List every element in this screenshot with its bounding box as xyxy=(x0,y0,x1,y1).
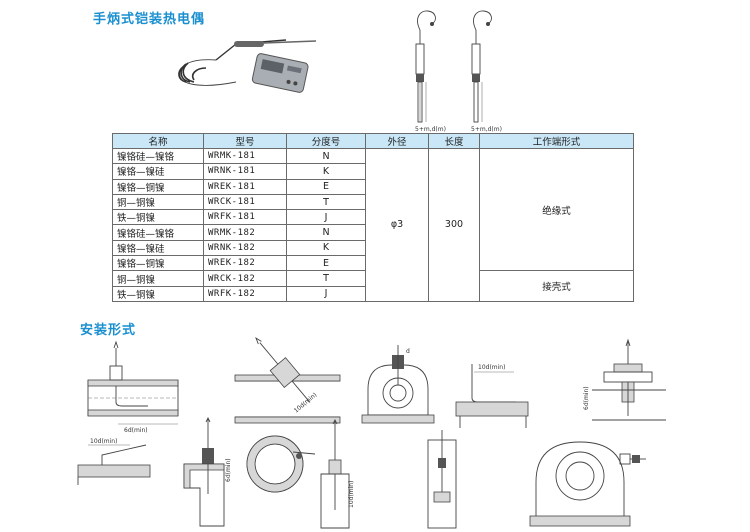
cell-end-insulated: 绝缘式 xyxy=(479,147,634,272)
header-diameter: 外径 xyxy=(365,133,429,149)
cell-grade: T xyxy=(286,193,366,211)
cell-grade: K xyxy=(286,163,366,180)
cell-grade: K xyxy=(286,239,366,257)
table-row: 铁—铜镍 WRFK-182 J xyxy=(112,285,634,302)
product-photo xyxy=(178,39,317,93)
install-drawing-plate-bottom: 10d(min) xyxy=(77,438,151,485)
cell-name: 铁—铜镍 xyxy=(112,285,204,302)
probe-drawing-2: 5+m,d(m) xyxy=(471,10,502,133)
cell-grade: J xyxy=(286,285,366,302)
dim-10d-min-6: 10d(min) xyxy=(90,438,117,445)
cell-name: 镍铬—镍硅 xyxy=(112,239,204,257)
cell-end-grounded: 接壳式 xyxy=(479,270,634,302)
cell-name: 镍铬—镍硅 xyxy=(112,163,204,180)
install-drawing-vertical-dim: 10d(min) xyxy=(320,418,355,529)
header-model: 型号 xyxy=(203,133,287,149)
table-header-row: 名称 型号 分度号 外径 长度 工作端形式 xyxy=(112,133,634,149)
install-drawing-rod xyxy=(427,430,457,529)
install-drawing-elbow-pipe: 6d(min) xyxy=(183,416,232,527)
cell-model: WREK-182 xyxy=(203,255,287,272)
dim-10d-min-2: 10d(min) xyxy=(293,392,319,415)
cell-name: 镍铬硅—镍铬 xyxy=(112,147,204,165)
cell-name: 铁—铜镍 xyxy=(112,209,204,226)
cell-model: WRNK-182 xyxy=(203,239,287,257)
header-grade: 分度号 xyxy=(286,133,366,149)
install-drawing-bearing-block: d xyxy=(361,345,435,424)
table-row: 镍铬—铜镍 WREK-181 E xyxy=(112,178,634,195)
product-title: 手炳式铠装热电偶 xyxy=(93,12,206,27)
probe-drawing-1: 5+m,d(m) xyxy=(415,10,446,133)
install-drawing-circle-section xyxy=(246,435,316,493)
header-name: 名称 xyxy=(112,133,204,149)
cell-name: 镍铬—铜镍 xyxy=(112,178,204,195)
table-row: 镍铬硅—镍铬 WRMK-181 N φ3 300 绝缘式 xyxy=(112,147,634,302)
spec-table: 名称 型号 分度号 外径 长度 工作端形式 镍铬硅—镍铬 WRMK-181 N … xyxy=(112,133,634,302)
dim-d-3: d xyxy=(406,348,410,355)
cell-length: 300 xyxy=(428,148,480,302)
install-drawing-flange-pipe: 6d(min) xyxy=(583,338,666,421)
table-row: 镍铬—铜镍 WREK-182 E xyxy=(112,255,634,272)
cell-model: WRFK-182 xyxy=(203,285,287,302)
table-row: 铜—铜镍 WRCK-182 T 接壳式 xyxy=(112,270,634,302)
dim-6d-min-7: 6d(min) xyxy=(225,458,232,482)
probe-dim-label-2: 5+m,d(m) xyxy=(471,126,502,133)
install-drawing-plate: 10d(min) xyxy=(455,364,529,428)
table-row: 铁—铜镍 WRFK-181 J xyxy=(112,209,634,226)
cell-diameter: φ3 xyxy=(365,148,429,302)
cell-grade: T xyxy=(286,270,366,287)
cell-name: 铜—铜镍 xyxy=(112,193,204,211)
install-drawing-large-bearing xyxy=(529,441,646,527)
cell-name: 镍铬硅—镍铬 xyxy=(112,224,204,241)
cell-model: WREK-181 xyxy=(203,178,287,195)
header-length: 长度 xyxy=(428,133,480,149)
dim-10d-min-9: 10d(min) xyxy=(348,481,355,508)
dim-6d-min-1: 6d(min) xyxy=(124,427,148,434)
cell-model: WRCK-182 xyxy=(203,270,287,287)
table-row: 镍铬硅—镍铬 WRMK-182 N xyxy=(112,224,634,241)
cell-grade: N xyxy=(286,224,366,241)
probe-dim-label-1: 5+m,d(m) xyxy=(415,126,446,133)
dim-10d-min-4: 10d(min) xyxy=(478,364,505,371)
cell-name: 铜—铜镍 xyxy=(112,270,204,287)
cell-model: WRMK-181 xyxy=(203,147,287,165)
install-section-title: 安装形式 xyxy=(80,323,137,338)
install-drawing-angled-pipe: 10d(min) xyxy=(234,337,341,424)
table-row: 镍铬—镍硅 WRNK-182 K xyxy=(112,239,634,257)
cell-grade: E xyxy=(286,255,366,272)
cell-name: 镍铬—铜镍 xyxy=(112,255,204,272)
cell-grade: E xyxy=(286,178,366,195)
cell-model: WRCK-181 xyxy=(203,193,287,211)
cell-model: WRMK-182 xyxy=(203,224,287,241)
install-drawing-pipe-elbow: 6d(min) xyxy=(87,340,179,434)
header-end-type: 工作端形式 xyxy=(479,133,634,149)
cell-model: WRFK-181 xyxy=(203,209,287,226)
cell-grade: N xyxy=(286,147,366,165)
dim-6d-min-5: 6d(min) xyxy=(583,386,590,410)
table-row: 铜—铜镍 WRCK-181 T xyxy=(112,193,634,211)
cell-grade: J xyxy=(286,209,366,226)
cell-model: WRNK-181 xyxy=(203,163,287,180)
